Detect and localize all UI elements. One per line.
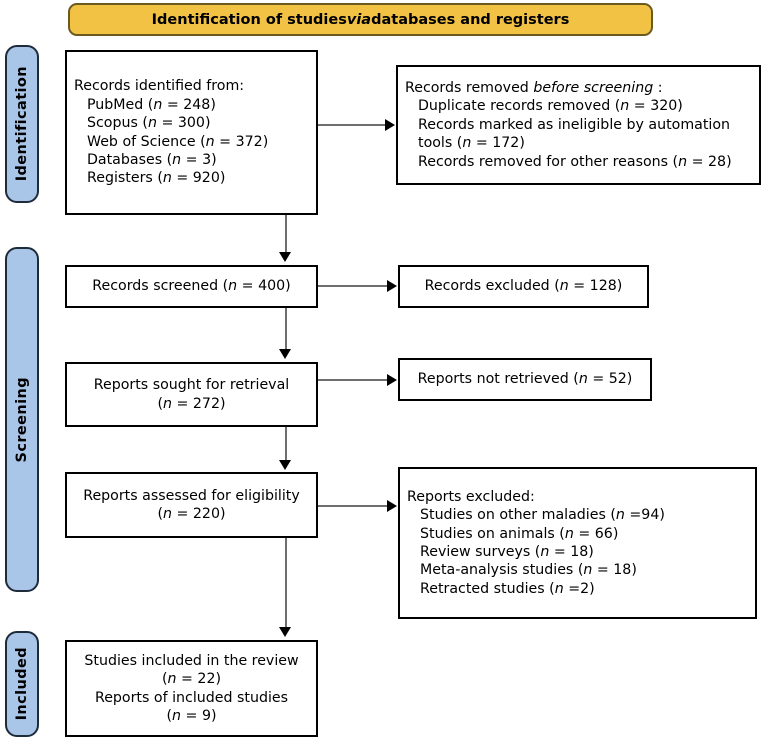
connector-sought-to-assessed-arrowhead (279, 460, 291, 470)
header-text-before: Identification of studies (151, 11, 347, 28)
connector-screened-to-excluded-line (318, 285, 388, 287)
box-records-removed-before-screening: Records removed before screening : Dupli… (396, 65, 761, 185)
box-reports-not-retrieved: Reports not retrieved (n = 52) (398, 358, 652, 401)
records-identified-item-databases: Databases (n = 3) (87, 151, 217, 168)
reports-assessed-label: Reports assessed for eligibility (83, 487, 300, 504)
box-reports-sought-for-retrieval: Reports sought for retrieval (n = 272) (65, 362, 318, 427)
stage-label-identification: Identification (5, 45, 39, 203)
reports-excluded-title: Reports excluded: (407, 488, 535, 505)
reports-excluded-item-other-maladies: Studies on other maladies (n =94) (420, 507, 665, 524)
box-records-screened: Records screened (n = 400) (65, 265, 318, 308)
header-text-after: databases and registers (371, 11, 570, 28)
stage-label-included: Included (5, 631, 39, 737)
reports-excluded-item-retracted: Retracted studies (n =2) (420, 580, 595, 597)
stage-label-screening-text: Screening (14, 376, 30, 463)
connector-identified-to-screened-line (285, 215, 287, 253)
connector-screened-to-sought-line (285, 308, 287, 350)
reports-sought-label: Reports sought for retrieval (93, 377, 290, 394)
records-identified-item-web-of-science: Web of Science (n = 372) (87, 133, 269, 150)
records-removed-item-other-reasons: Records removed for other reasons (n = 2… (418, 153, 732, 170)
reports-of-included-label: Reports of included studies (94, 689, 289, 706)
box-reports-assessed-for-eligibility: Reports assessed for eligibility (n = 22… (65, 472, 318, 538)
records-identified-title: Records identified from: (74, 78, 245, 95)
reports-assessed-count: (n = 220) (157, 506, 226, 522)
records-removed-item-automation: Records marked as ineligible by automati… (418, 116, 731, 152)
box-records-excluded: Records excluded (n = 128) (398, 265, 649, 308)
connector-sought-to-not-retrieved-line (318, 379, 388, 381)
header-text-emphasis: via (346, 11, 372, 28)
connector-identified-to-removed-line (318, 124, 386, 126)
connector-sought-to-assessed-line (285, 427, 287, 461)
records-removed-item-duplicates: Duplicate records removed (n = 320) (418, 98, 683, 115)
box-records-identified: Records identified from: PubMed (n = 248… (65, 50, 318, 215)
reports-not-retrieved-text: Reports not retrieved (n = 52) (417, 371, 633, 388)
records-identified-item-scopus: Scopus (n = 300) (87, 115, 211, 132)
stage-label-included-text: Included (14, 647, 30, 721)
reports-excluded-item-animals: Studies on animals (n = 66) (420, 525, 619, 542)
records-identified-item-pubmed: PubMed (n = 248) (87, 96, 216, 113)
connector-assessed-to-included-line (285, 538, 287, 628)
reports-of-included-count: (n = 9) (166, 707, 217, 724)
connector-identified-to-removed-arrowhead (385, 119, 395, 131)
box-reports-excluded-reasons: Reports excluded: Studies on other malad… (398, 467, 757, 619)
records-removed-title: Records removed before screening : (405, 79, 663, 96)
connector-assessed-to-included-arrowhead (279, 627, 291, 637)
records-excluded-text: Records excluded (n = 128) (424, 278, 623, 295)
studies-included-count: (n = 22) (161, 671, 222, 688)
records-identified-item-registers: Registers (n = 920) (87, 170, 226, 187)
reports-excluded-item-meta-analysis: Meta-analysis studies (n = 18) (420, 562, 637, 579)
stage-label-screening: Screening (5, 247, 39, 592)
connector-sought-to-not-retrieved-arrowhead (387, 374, 397, 386)
stage-label-identification-text: Identification (14, 66, 30, 182)
connector-screened-to-sought-arrowhead (279, 349, 291, 359)
connector-screened-to-excluded-arrowhead (387, 280, 397, 292)
studies-included-label: Studies included in the review (84, 652, 299, 669)
connector-assessed-to-reports-excluded-arrowhead (387, 500, 397, 512)
reports-excluded-item-review-surveys: Review surveys (n = 18) (420, 544, 594, 560)
box-studies-included: Studies included in the review (n = 22) … (65, 640, 318, 737)
connector-assessed-to-reports-excluded-line (318, 505, 388, 507)
diagram-header-banner: Identification of studies via databases … (68, 3, 653, 36)
reports-sought-count: (n = 272) (157, 395, 226, 412)
records-screened-text: Records screened (n = 400) (92, 278, 291, 295)
connector-identified-to-screened-arrowhead (279, 252, 291, 262)
